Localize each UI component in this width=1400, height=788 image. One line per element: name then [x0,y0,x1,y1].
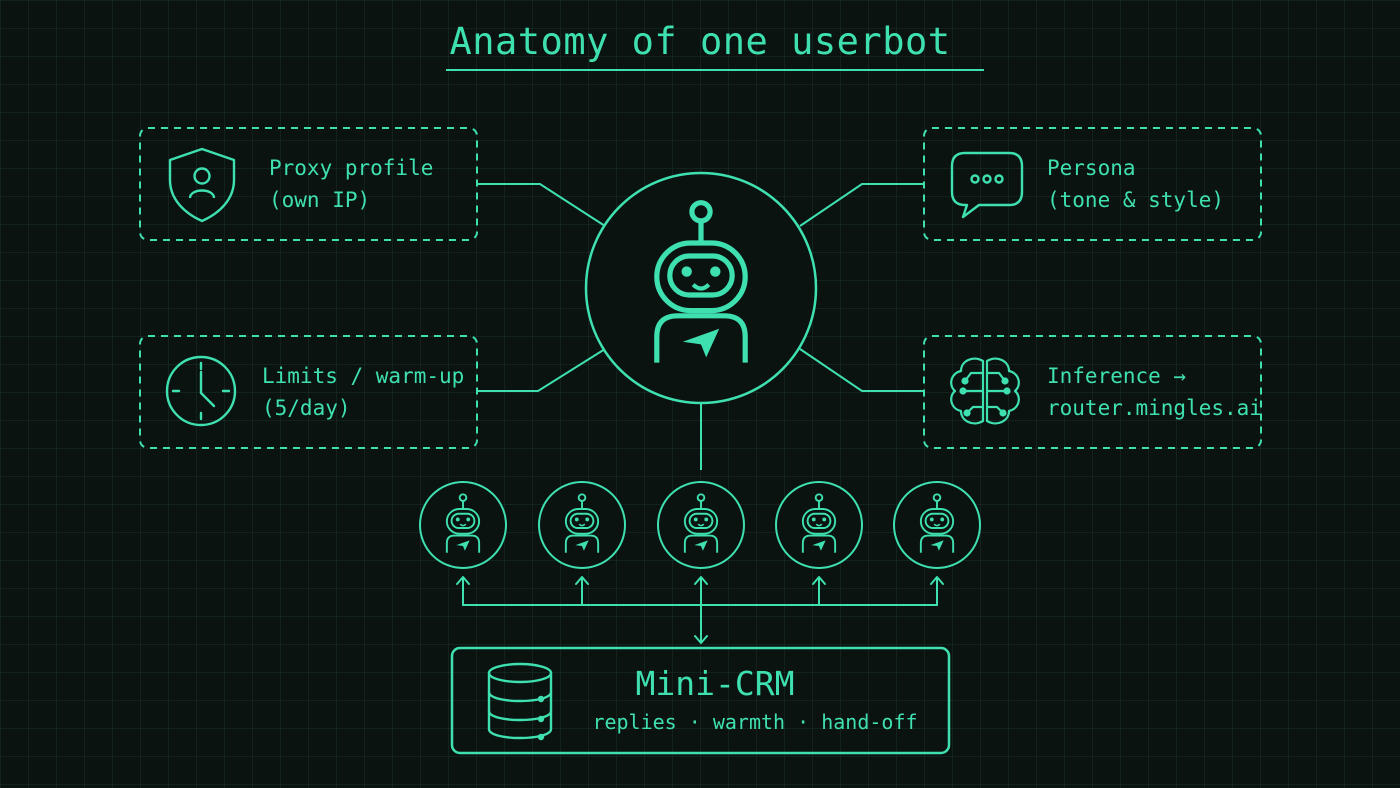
persona-label: Persona (tone & style) [1047,152,1224,216]
limits-label: Limits / warm-up (5/day) [262,360,464,424]
proxy-label-line2: (own IP) [269,188,371,212]
crm-box [450,646,951,755]
limits-label-line1: Limits / warm-up [262,364,465,388]
speech-bubble-icon [950,151,1024,219]
inference-label: Inference → router.mingles.ai [1047,360,1262,424]
pool-bot-3 [657,481,745,569]
pool-bot-2 [538,481,626,569]
connector-limits [477,348,606,392]
crm-bus [456,576,944,644]
pool-bot-5 [893,481,981,569]
connector-inference [799,348,924,392]
clock-icon [165,355,237,427]
database-icon [487,662,553,741]
connector-persona [799,183,924,227]
proxy-label: Proxy profile (own IP) [269,152,433,216]
proxy-label-line1: Proxy profile [269,156,434,180]
persona-label-line2: (tone & style) [1047,188,1225,212]
persona-label-line1: Persona [1047,156,1136,180]
brain-icon [950,357,1020,425]
center-bot [584,171,818,405]
shield-user-icon [168,147,236,223]
bot-pool [419,481,981,569]
pool-bot-4 [775,481,863,569]
crm-title: Mini-CRM [635,664,795,703]
page-title: Anatomy of one userbot [449,20,951,63]
inference-label-line2: router.mingles.ai [1047,396,1262,420]
pool-bot-1 [419,481,507,569]
limits-label-line2: (5/day) [262,396,351,420]
crm-subtitle: replies · warmth · hand-off [592,710,918,734]
inference-label-line1: Inference → [1047,364,1187,388]
connector-proxy [477,183,606,227]
